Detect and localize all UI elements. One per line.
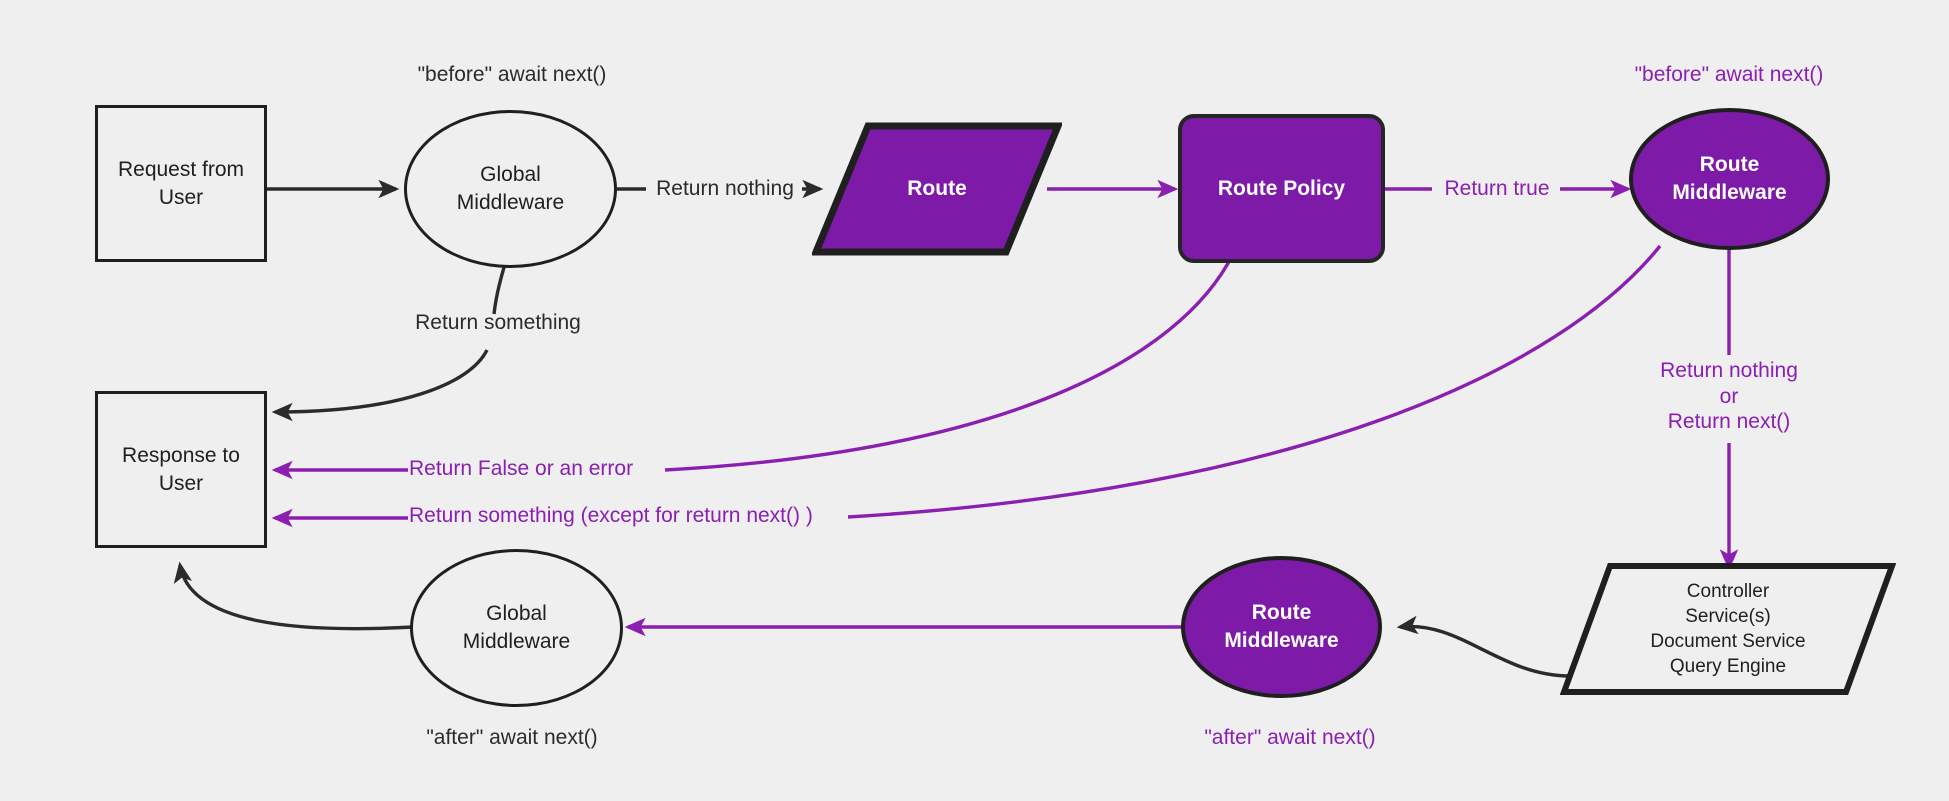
node-response-to-user[interactable]: Response to User (95, 391, 267, 548)
node-controller[interactable]: Controller Service(s) Document Service Q… (1560, 562, 1896, 696)
annotation-after-await-next-black: "after" await next() (426, 726, 598, 749)
node-global-middleware-top[interactable]: Global Middleware (404, 110, 617, 268)
annotation-before-await-next-purple: "before" await next() (1634, 63, 1824, 86)
node-route-middleware-top-label: Route Middleware (1672, 153, 1787, 204)
node-controller-label: Controller Service(s) Document Service Q… (1650, 580, 1806, 678)
node-route-middleware-top[interactable]: Route Middleware (1629, 108, 1830, 250)
edge-label-return-true: Return true (1444, 177, 1550, 200)
edge-label-return-nothing-or-next: Return nothing or Return next() (1660, 359, 1798, 434)
node-response-to-user-label: Response to User (122, 443, 240, 495)
annotation-before-await-next-black: "before" await next() (417, 63, 607, 86)
edge-label-return-something-except: Return something (except for return next… (409, 504, 813, 527)
node-global-middleware-top-label: Global Middleware (456, 163, 565, 214)
node-request-from-user-label: Request from User (117, 157, 245, 209)
edge-label-return-nothing: Return nothing (656, 177, 794, 200)
route-parallelogram-shape (812, 122, 1062, 256)
node-route-policy[interactable]: Route Policy (1178, 114, 1385, 263)
edge-global-middleware-bottom-to-response (173, 561, 414, 631)
node-global-middleware-bottom[interactable]: Global Middleware (410, 549, 623, 707)
edge-route-policy-to-response (664, 253, 1235, 472)
controller-parallelogram-shape (1560, 563, 1896, 695)
node-route[interactable]: Route (812, 122, 1062, 256)
node-route-label: Route (907, 177, 967, 201)
node-route-middleware-bottom-label: Route Middleware (1224, 601, 1339, 652)
edge-label-return-false-or-error: Return False or an error (409, 457, 634, 480)
edge-label-return-something: Return something (415, 311, 581, 334)
edge-route-middleware-to-response (847, 244, 1662, 519)
node-route-policy-label: Route Policy (1217, 176, 1346, 200)
node-route-middleware-bottom[interactable]: Route Middleware (1181, 556, 1382, 698)
node-global-middleware-bottom-label: Global Middleware (462, 602, 571, 653)
edge-controller-to-route-middleware-bottom (1396, 615, 1571, 678)
node-request-from-user[interactable]: Request from User (95, 105, 267, 262)
edge-global-middleware-to-response-b (271, 349, 489, 422)
annotation-after-await-next-purple: "after" await next() (1204, 726, 1376, 749)
